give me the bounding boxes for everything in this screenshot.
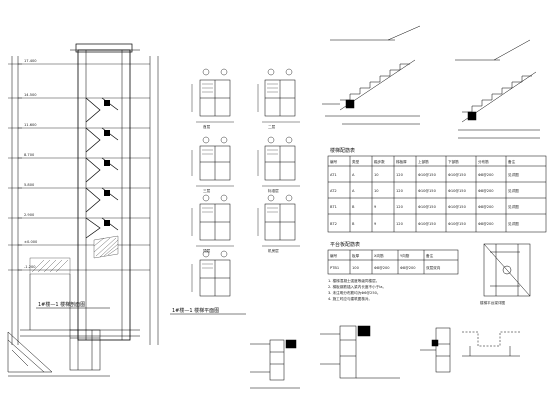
elevation-labels: 17.400 14.500 11.600 8.700 5.800 2.900 ±… bbox=[24, 59, 38, 269]
elevation-label: ±0.000 bbox=[24, 240, 38, 244]
table-cell: Φ8@200 bbox=[374, 266, 390, 270]
table2-title: 平台板配筋表 bbox=[330, 241, 360, 248]
table-cell: 120 bbox=[396, 173, 404, 177]
plan-title: 1#楼—1 楼梯平面图 bbox=[172, 307, 219, 314]
table-cell: B bbox=[352, 205, 355, 209]
table-cell: 见详图 bbox=[508, 188, 519, 193]
table-cell: 10 bbox=[374, 189, 379, 193]
table-cell: Φ10@150 bbox=[448, 173, 467, 177]
plan-labels: 首层 二层 三层 标准层 顶层 机房层 bbox=[203, 124, 279, 253]
table-cell: 见详图 bbox=[508, 221, 519, 226]
table-cell: Φ10@150 bbox=[448, 189, 467, 193]
table-cell: Φ10@150 bbox=[448, 205, 467, 209]
table-cell: BT1 bbox=[330, 205, 337, 209]
table-cell: Φ8@200 bbox=[478, 189, 494, 193]
reinforcement-table bbox=[327, 155, 547, 233]
table-cell: 100 bbox=[352, 266, 360, 270]
plan-label: 机房层 bbox=[268, 248, 279, 253]
platform-table bbox=[327, 249, 459, 275]
beam-detail bbox=[483, 243, 531, 297]
elevation-label: 8.700 bbox=[24, 153, 35, 157]
table-cell: AT2 bbox=[330, 189, 337, 193]
stair-flight-elevations bbox=[322, 25, 540, 139]
table-cell: 9 bbox=[374, 222, 377, 226]
table-header: 分布筋 bbox=[478, 159, 489, 164]
plan-label: 首层 bbox=[203, 124, 211, 129]
table2-cells: 编号 板厚 X向筋 Y向筋 备注 PTB1 100 Φ8@200 Φ8@200 … bbox=[330, 253, 441, 270]
table-header: 踏步数 bbox=[374, 159, 385, 164]
table-header: 梯板厚 bbox=[396, 159, 407, 164]
note-line: 4. 施工时应与建筑图核对。 bbox=[328, 296, 372, 301]
table-header: 类型 bbox=[352, 159, 360, 164]
table-header: 下部筋 bbox=[448, 159, 459, 164]
table-cell: A bbox=[352, 189, 355, 193]
note-line: 3. 未注明分布筋均为Φ6@250。 bbox=[328, 290, 380, 295]
bottom-details bbox=[250, 325, 520, 389]
table-cell: Φ10@150 bbox=[418, 205, 437, 209]
elevation-label: 14.500 bbox=[24, 93, 37, 97]
table-cell: 9 bbox=[374, 205, 377, 209]
detail-title: 楼梯平台梁详图 bbox=[480, 300, 506, 305]
section-title: 1#楼—1 楼梯剖面图 bbox=[38, 301, 85, 308]
table-cell: 见详图 bbox=[508, 172, 519, 177]
table-cell: 120 bbox=[396, 222, 404, 226]
note-line: 1. 楼梯混凝土强度等级同楼层。 bbox=[328, 278, 379, 283]
elevation-label: 11.600 bbox=[24, 123, 37, 127]
table-cell: 双层双向 bbox=[426, 265, 441, 270]
bottom-left-detail bbox=[7, 329, 110, 377]
elevation-label: 17.400 bbox=[24, 59, 37, 63]
table-header: 备注 bbox=[426, 253, 434, 258]
table-cell: 120 bbox=[396, 189, 404, 193]
table-cell: Φ10@150 bbox=[418, 173, 437, 177]
note-line: 2. 梯板钢筋锚入梁内长度不小于la。 bbox=[328, 284, 386, 289]
table-header: 上部筋 bbox=[418, 159, 429, 164]
table-cell: Φ10@150 bbox=[418, 189, 437, 193]
plan-label: 二层 bbox=[268, 124, 276, 129]
table-cell: 见详图 bbox=[508, 204, 519, 209]
table-cell: 120 bbox=[396, 205, 404, 209]
table-cell: Φ8@200 bbox=[478, 173, 494, 177]
table-header: Y向筋 bbox=[400, 253, 410, 258]
table-cell: BT2 bbox=[330, 222, 337, 226]
stair-plan-grid bbox=[191, 68, 300, 297]
table-cell: B bbox=[352, 222, 355, 226]
table-cell: Φ8@200 bbox=[400, 266, 416, 270]
table-cell: Φ8@200 bbox=[478, 222, 494, 226]
elevation-label: 5.800 bbox=[24, 183, 35, 187]
table-cell: PTB1 bbox=[330, 266, 339, 270]
stair-section-drawing bbox=[8, 43, 159, 345]
table-cell: A bbox=[352, 173, 355, 177]
table-header: 板厚 bbox=[352, 253, 360, 258]
table-header: 编号 bbox=[330, 159, 338, 164]
notes-block: 1. 楼梯混凝土强度等级同楼层。 2. 梯板钢筋锚入梁内长度不小于la。 3. … bbox=[328, 278, 386, 301]
table1-title: 楼梯配筋表 bbox=[330, 147, 355, 154]
table-header: X向筋 bbox=[374, 253, 384, 258]
plan-label: 三层 bbox=[203, 188, 211, 193]
table-cell: Φ8@200 bbox=[478, 205, 494, 209]
plan-label: 顶层 bbox=[203, 248, 211, 253]
table-cell: Φ10@150 bbox=[418, 222, 437, 226]
table-cell: AT1 bbox=[330, 173, 337, 177]
plan-label: 标准层 bbox=[268, 188, 279, 193]
table-header: 备注 bbox=[508, 159, 516, 164]
table-cell: Φ10@150 bbox=[448, 222, 467, 226]
table1-cells: 编号 类型 踏步数 梯板厚 上部筋 下部筋 分布筋 备注 AT1 A 10 12… bbox=[330, 159, 519, 226]
table-header: 编号 bbox=[330, 253, 338, 258]
elevation-label: 2.900 bbox=[24, 213, 35, 217]
elevation-label: -1.200 bbox=[24, 265, 36, 269]
table-cell: 10 bbox=[374, 173, 379, 177]
